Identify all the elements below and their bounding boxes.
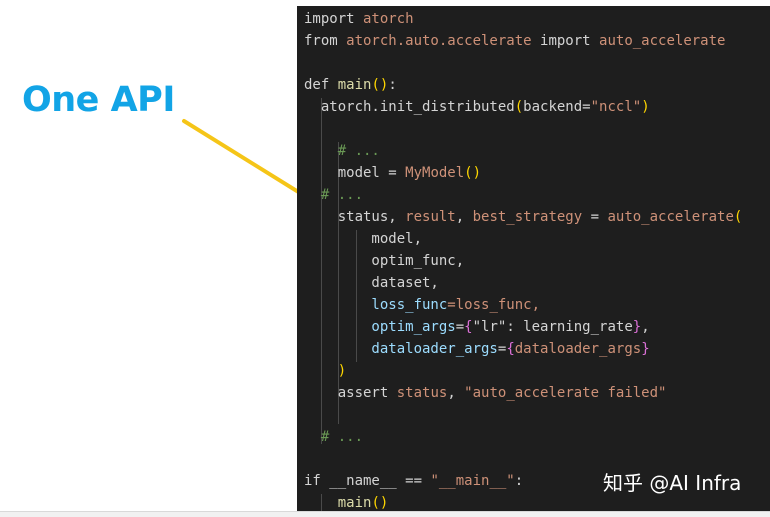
code-line-22: if __name__ == "__main__": bbox=[304, 473, 524, 489]
code-line-5: atorch.init_distributed(backend="nccl") bbox=[304, 99, 650, 115]
zhihu-watermark: 知乎 @AI Infra bbox=[603, 471, 742, 495]
code-line-17: ) bbox=[304, 363, 347, 379]
code-line-9: # ... bbox=[304, 187, 364, 203]
code-line-1: import atorch bbox=[304, 11, 414, 27]
code-line-10: status, result, best_strategy = auto_acc… bbox=[304, 209, 743, 225]
indent-guide bbox=[321, 98, 322, 444]
code-line-11: model, bbox=[304, 231, 423, 247]
indent-guide bbox=[321, 494, 322, 511]
code-line-16: dataloader_args={dataloader_args} bbox=[304, 341, 650, 357]
code-line-7: # ... bbox=[304, 143, 380, 159]
indent-guide bbox=[356, 230, 357, 362]
code-line-23: main() bbox=[304, 495, 389, 511]
code-line-13: dataset, bbox=[304, 275, 439, 291]
code-line-18: assert status, "auto_accelerate failed" bbox=[304, 385, 667, 401]
code-line-15: optim_args={"lr": learning_rate}, bbox=[304, 319, 650, 335]
code-line-20: # ... bbox=[304, 429, 364, 445]
code-line-4: def main(): bbox=[304, 77, 397, 93]
one-api-label: One API bbox=[22, 80, 175, 120]
indent-guide bbox=[338, 142, 339, 424]
code-editor: import atorch from atorch.auto.accelerat… bbox=[297, 6, 770, 511]
code-line-14: loss_func=loss_func, bbox=[304, 297, 541, 313]
code-line-8: model = MyModel() bbox=[304, 165, 482, 181]
code-line-2: from atorch.auto.accelerate import auto_… bbox=[304, 33, 726, 49]
bottom-divider bbox=[0, 511, 770, 517]
code-line-12: optim_func, bbox=[304, 253, 465, 269]
